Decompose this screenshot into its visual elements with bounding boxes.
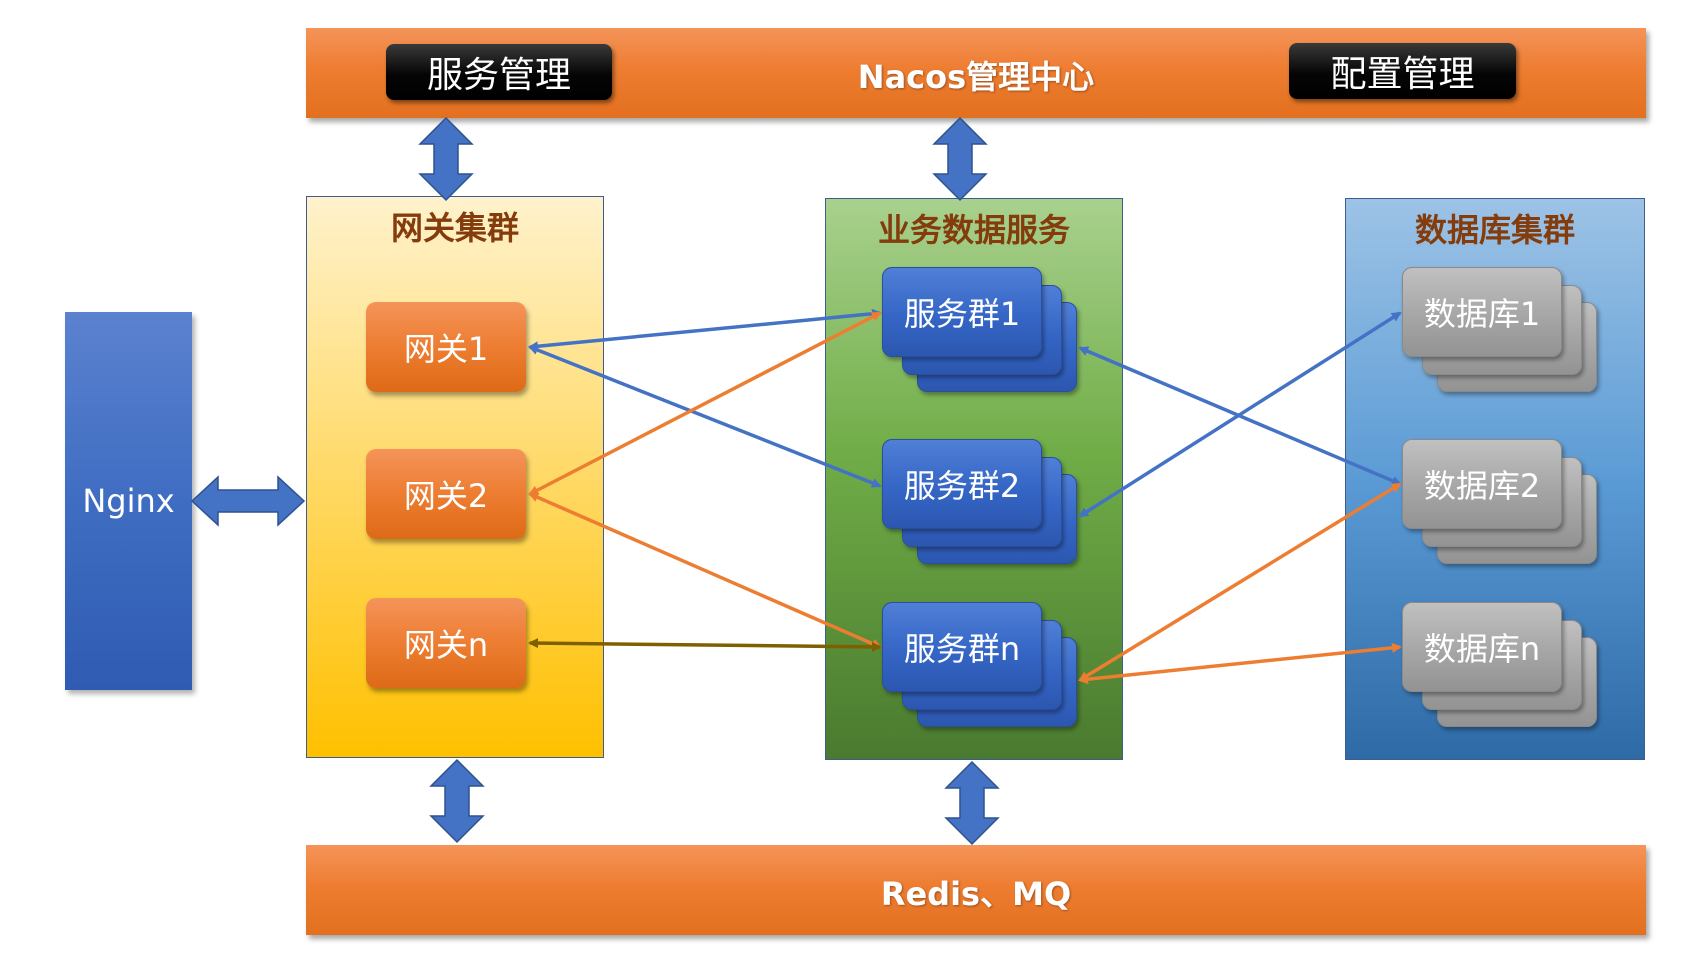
service-group-label: 服务群1 bbox=[903, 295, 1021, 333]
gateway-node-2: 网关2 bbox=[366, 449, 526, 539]
nacos-title: Nacos管理中心 bbox=[857, 58, 1095, 96]
database-n: 数据库n bbox=[1402, 602, 1562, 692]
nginx-box: Nginx bbox=[65, 312, 192, 690]
gateway-node-label: 网关n bbox=[403, 626, 489, 664]
nginx-gateway-double-arrow bbox=[190, 475, 306, 527]
gateway-node-label: 网关1 bbox=[403, 330, 489, 368]
service-group-2: 服务群2 bbox=[882, 439, 1042, 529]
service-group-n: 服务群n bbox=[882, 602, 1042, 692]
service-group-label: 服务群n bbox=[903, 630, 1021, 668]
connector-gw2-svcn bbox=[528, 492, 882, 649]
service-group-label: 服务群2 bbox=[903, 467, 1021, 505]
database-label: 数据库1 bbox=[1423, 295, 1541, 333]
business-service-cluster-title: 业务数据服务 bbox=[877, 211, 1070, 249]
gateway-cluster-title: 网关集群 bbox=[390, 209, 519, 247]
redis-mq-bar bbox=[306, 845, 1646, 935]
database-label: 数据库n bbox=[1423, 630, 1541, 668]
nginx-label: Nginx bbox=[82, 482, 175, 520]
gateway-nacos-double-arrow bbox=[418, 116, 474, 202]
connector-gwn-svcn bbox=[528, 638, 882, 652]
database-2: 数据库2 bbox=[1402, 439, 1562, 529]
service-management-label: 服务管理 bbox=[426, 55, 571, 96]
gateway-redis-double-arrow bbox=[429, 758, 485, 844]
connector-gw2-svc1 bbox=[528, 311, 882, 496]
database-1: 数据库1 bbox=[1402, 267, 1562, 357]
gateway-node-n: 网关n bbox=[366, 598, 526, 688]
database-label: 数据库2 bbox=[1423, 467, 1541, 505]
config-management-label: 配置管理 bbox=[1330, 54, 1475, 95]
database-cluster-title: 数据库集群 bbox=[1414, 211, 1575, 249]
service-management-button[interactable]: 服务管理 bbox=[386, 44, 612, 100]
connector-svcn-dbn bbox=[1078, 642, 1402, 685]
config-management-button[interactable]: 配置管理 bbox=[1289, 43, 1516, 99]
connector-svc2-db1 bbox=[1078, 311, 1402, 518]
gateway-node-label: 网关2 bbox=[403, 477, 489, 515]
redis-mq-title: Redis、MQ bbox=[880, 875, 1072, 913]
service-group-1: 服务群1 bbox=[882, 267, 1042, 357]
service-redis-double-arrow bbox=[944, 760, 1000, 846]
service-nacos-double-arrow bbox=[932, 116, 988, 202]
gateway-node-1: 网关1 bbox=[366, 302, 526, 392]
